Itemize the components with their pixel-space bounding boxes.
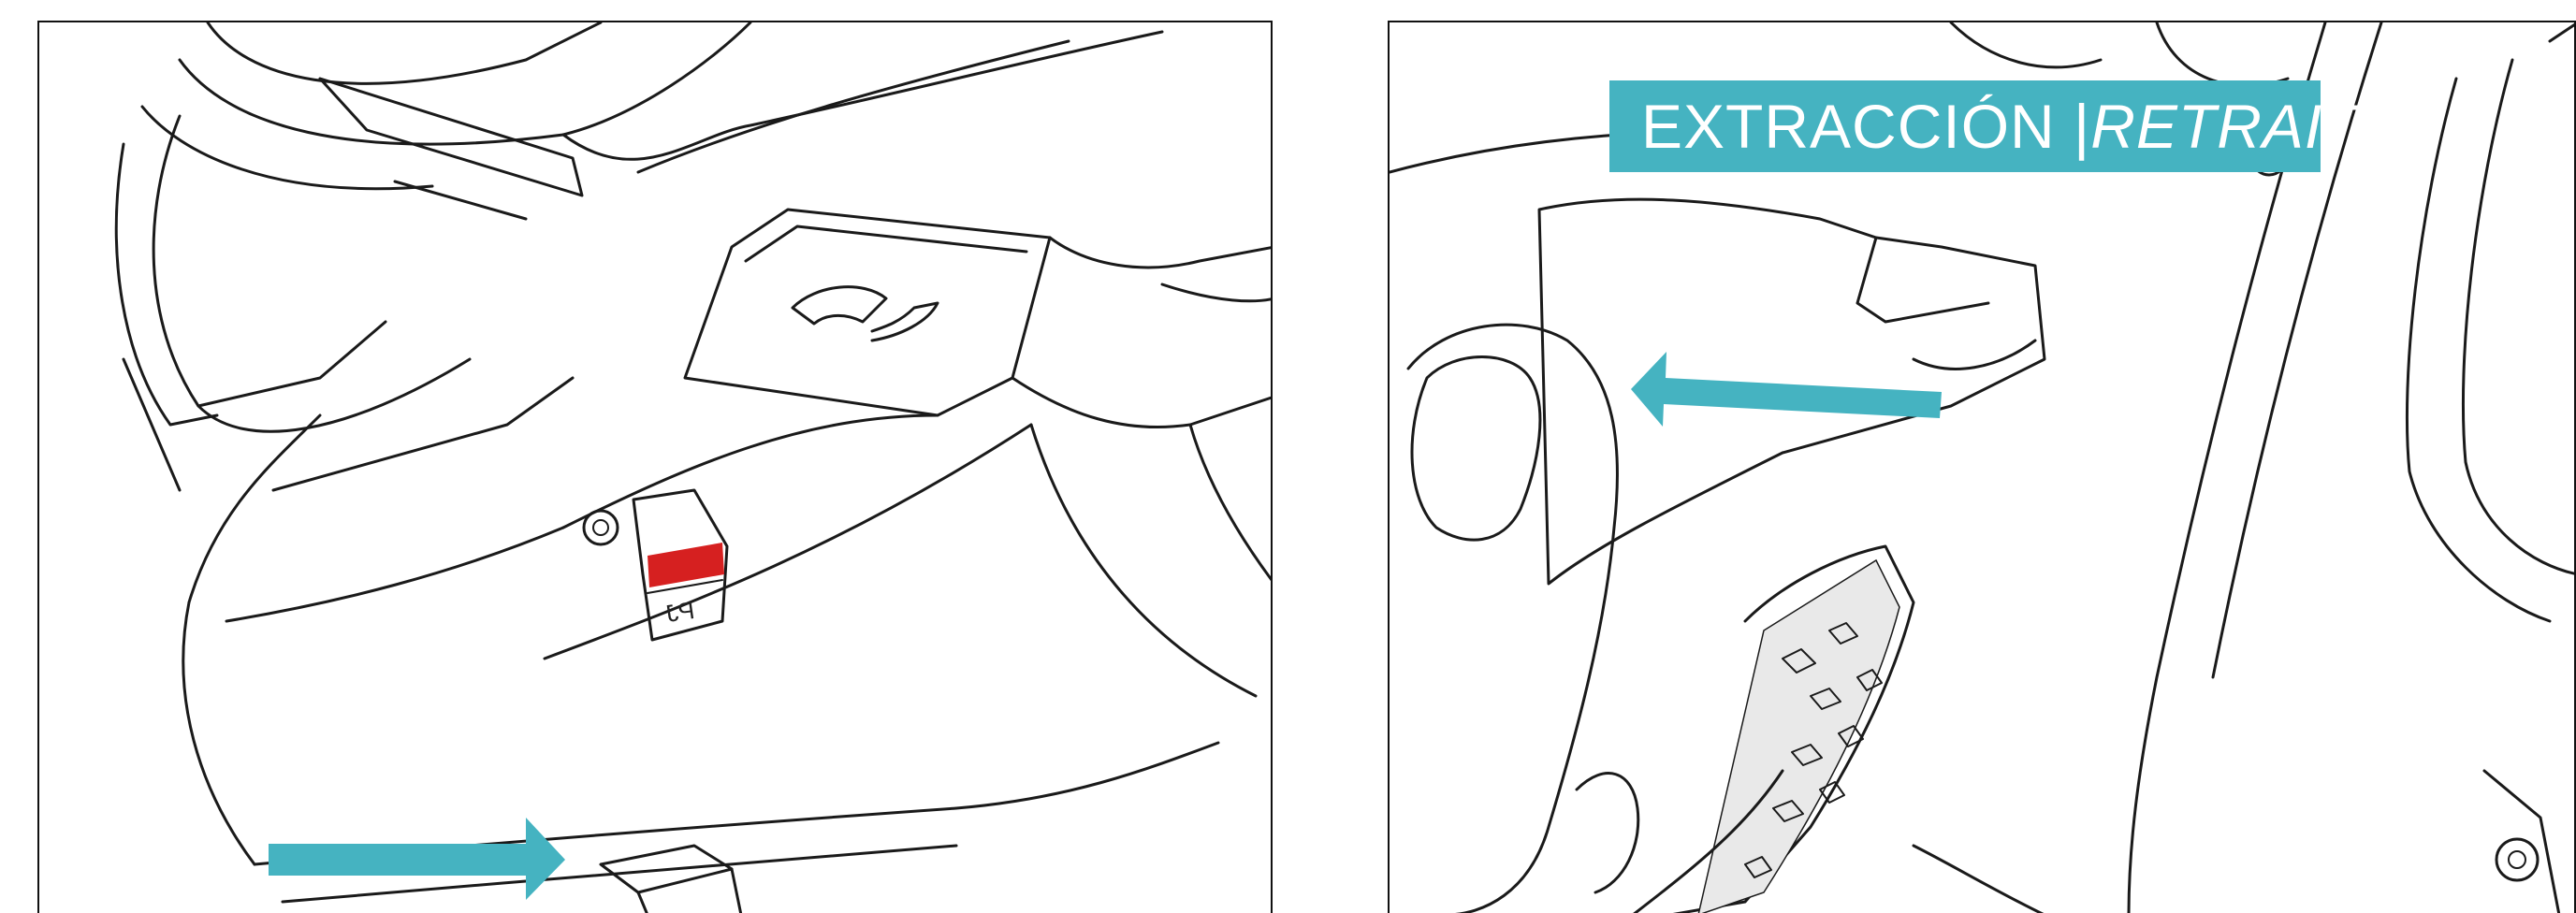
logo-plate (685, 210, 1050, 415)
title-main: EXTRACCIÓN | (1641, 91, 2090, 162)
padding-mesh (1670, 546, 1914, 913)
title-italic: RETRAIT (2090, 91, 2361, 162)
helmet-illustration (39, 22, 1273, 913)
screw-icon (584, 511, 618, 544)
screw-icon (2496, 839, 2538, 880)
arrow-left-icon (1631, 352, 1942, 427)
helmet-interior-panel: EXTRACCIÓN | RETRAIT (1388, 21, 2576, 913)
brand-logo-icon (793, 287, 938, 341)
helmet-side-panel: PJ (37, 21, 1273, 913)
title-banner: EXTRACCIÓN | RETRAIT (1609, 80, 2321, 172)
arrow-right-icon (269, 818, 565, 900)
